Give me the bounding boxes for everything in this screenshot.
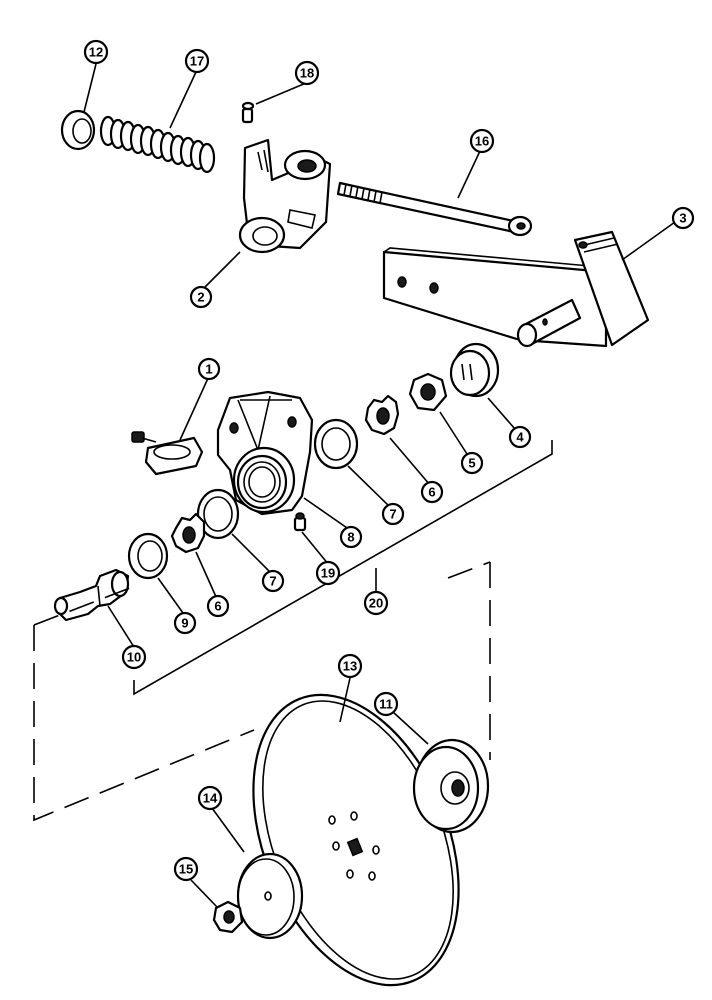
svg-text:20: 20 (369, 596, 383, 611)
part-7-race-lower (196, 488, 240, 540)
callout-18: 18 (294, 60, 320, 86)
callout-9: 9 (173, 611, 197, 635)
callout-19: 19 (315, 560, 341, 586)
callout-4: 4 (508, 425, 532, 449)
svg-text:17: 17 (190, 54, 204, 69)
alignment-dashed-lines (33, 561, 491, 822)
leader-lines (83, 63, 676, 909)
svg-text:5: 5 (468, 456, 475, 471)
part-5-hex-nut (408, 372, 448, 412)
part-7-race-upper (313, 418, 359, 470)
part-2-bracket (238, 138, 332, 254)
callout-8: 8 (339, 525, 363, 549)
svg-text:8: 8 (347, 530, 354, 545)
callouts: 1 2 3 4 5 6 6 7 (83, 39, 695, 882)
part-4-cap (449, 342, 500, 398)
part-6-castle-nut-lower (170, 512, 206, 554)
svg-text:10: 10 (127, 650, 141, 665)
callout-11: 11 (373, 691, 399, 717)
svg-text:7: 7 (389, 507, 396, 522)
part-16-rod (336, 181, 533, 237)
part-9-seal (127, 532, 169, 580)
assembly-20-bracket-line (133, 440, 553, 696)
callout-7-lower: 7 (261, 569, 285, 593)
svg-text:7: 7 (269, 574, 276, 589)
svg-text:16: 16 (475, 134, 489, 149)
svg-text:2: 2 (197, 290, 204, 305)
callout-16: 16 (469, 128, 495, 154)
part-18-grease-fitting (241, 101, 255, 124)
part-17-spring (99, 115, 216, 174)
part-19-grease-fitting (293, 512, 307, 532)
svg-text:11: 11 (379, 697, 393, 712)
svg-text:13: 13 (343, 659, 357, 674)
part-3-arm (382, 230, 650, 348)
callout-3: 3 (671, 206, 695, 230)
part-1-clamp (131, 431, 204, 476)
callout-6-lower: 6 (206, 594, 230, 618)
svg-text:19: 19 (321, 566, 335, 581)
callout-13: 13 (337, 653, 363, 679)
callout-6-upper: 6 (420, 480, 444, 504)
svg-text:18: 18 (300, 66, 314, 81)
part-8-hub-housing (216, 390, 314, 516)
part-12-cup-washer (60, 109, 96, 151)
part-14-washer-plate (236, 852, 304, 940)
part-15-hex-nut (212, 900, 244, 934)
callout-10: 10 (121, 644, 147, 670)
svg-text:6: 6 (214, 599, 221, 614)
callout-1: 1 (197, 357, 221, 381)
part-11-hub-plate (412, 738, 490, 834)
part-10-spindle (53, 568, 130, 622)
svg-text:15: 15 (179, 862, 193, 877)
callout-2: 2 (189, 285, 213, 309)
part-6-castle-nut-upper (364, 394, 400, 436)
svg-text:9: 9 (181, 616, 188, 631)
svg-text:4: 4 (516, 430, 524, 445)
callout-20: 20 (363, 590, 389, 616)
callout-14: 14 (197, 785, 223, 811)
svg-text:6: 6 (428, 485, 435, 500)
svg-text:12: 12 (89, 45, 103, 60)
callout-15: 15 (173, 856, 199, 882)
callout-7-upper: 7 (381, 502, 405, 526)
svg-text:14: 14 (203, 791, 218, 806)
svg-text:1: 1 (205, 362, 212, 377)
callout-5: 5 (460, 451, 484, 475)
svg-text:3: 3 (679, 211, 686, 226)
callout-17: 17 (184, 48, 210, 74)
callout-12: 12 (83, 39, 109, 65)
